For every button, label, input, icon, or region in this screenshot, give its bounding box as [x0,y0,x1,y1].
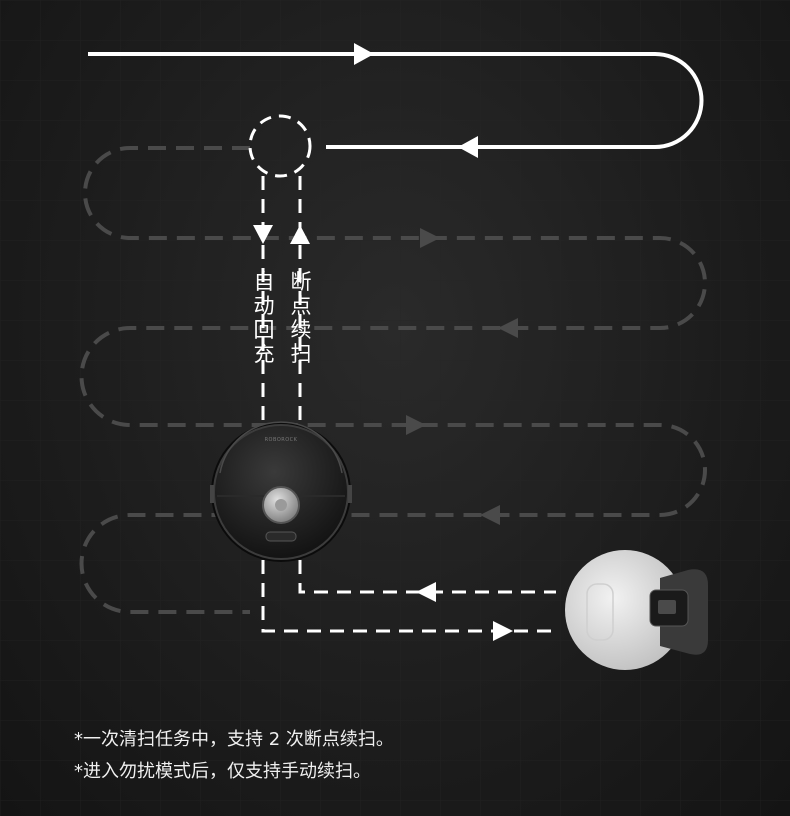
resume-cleaning-label: 断点续扫 [290,270,312,366]
faint-arrow-left-2 [480,505,500,525]
cleaning-route-faint [79,146,707,614]
breakpoint-circle [248,114,312,178]
return-and-resume-lines [261,176,302,420]
vertical-arrow-heads [253,225,310,244]
charging-dock [565,550,708,670]
left-arrow-icon [416,582,436,602]
robot-control-strip [265,531,297,542]
dock-route-lines [261,560,556,633]
dock-route-arrows [416,582,513,641]
solid-arrow-heads [354,43,478,158]
faint-arrow-right-1 [420,228,440,248]
auto-return-label: 自动回充 [253,270,275,366]
faint-arrow-right-2 [406,415,426,435]
faint-arrow-heads [406,228,518,525]
footnote-line: *一次清扫任务中，支持 2 次断点续扫。 [74,729,394,750]
solid-arrow-right [354,43,374,65]
up-arrow-icon [290,225,310,244]
solid-arrow-left [458,136,478,158]
robot-brand-mark: ROBOROCK [265,437,298,443]
faint-arrow-left-1 [498,318,518,338]
down-arrow-icon [253,225,273,244]
footnotes: *一次清扫任务中，支持 2 次断点续扫。 *进入勿扰模式后，仅支持手动续扫。 [74,724,394,788]
right-arrow-icon [493,621,513,641]
cleaning-route-solid [88,52,704,149]
robot-vacuum: ROBOROCK [210,421,352,562]
footnote-line: *进入勿扰模式后，仅支持手动续扫。 [74,761,371,782]
